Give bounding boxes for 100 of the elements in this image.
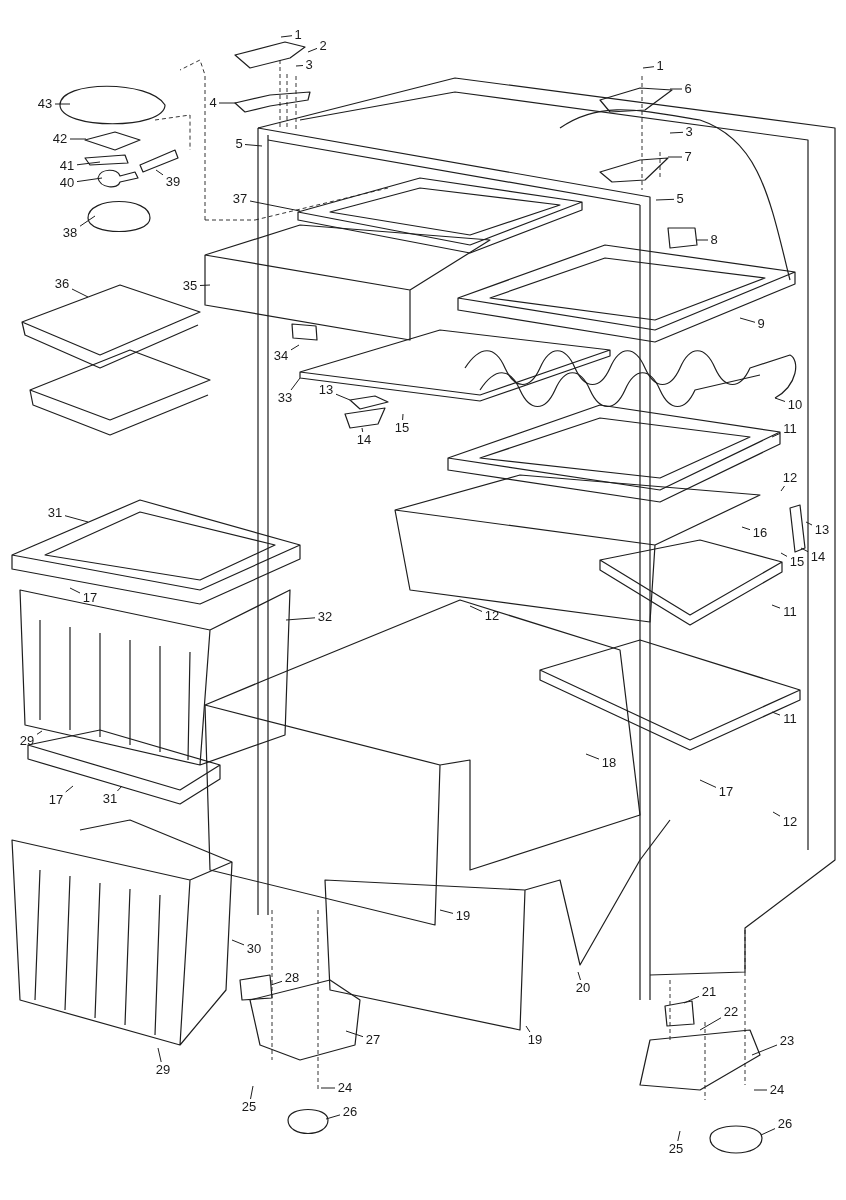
leader-line: [280, 35, 293, 38]
callout-number: 26: [342, 1104, 358, 1120]
leader-line: [642, 66, 655, 69]
callout-number: 11: [783, 604, 797, 620]
callout-number: 22: [723, 1004, 739, 1020]
callout-number: 31: [102, 791, 118, 807]
callout-number: 32: [317, 609, 333, 625]
leader-line: [244, 144, 263, 147]
callout-number: 25: [668, 1141, 684, 1157]
leader-line: [696, 239, 709, 241]
leader-line: [805, 521, 813, 526]
callout-number: 24: [337, 1080, 353, 1096]
leader-line: [199, 284, 211, 286]
leader-line: [307, 47, 318, 53]
callout-number: 4: [209, 95, 217, 111]
leader-line: [699, 779, 717, 788]
leader-line: [402, 413, 404, 421]
callout-number: 6: [684, 81, 692, 97]
callout-number: 15: [789, 554, 805, 570]
leader-line: [71, 288, 89, 298]
callout-number: 16: [752, 525, 768, 541]
leader-line: [525, 1025, 531, 1033]
leader-line: [218, 102, 237, 104]
leader-line: [739, 317, 756, 323]
callout-number: 3: [305, 57, 313, 73]
leader-line: [753, 1089, 768, 1091]
callout-number: 37: [232, 191, 248, 207]
callout-number: 8: [710, 232, 718, 248]
callout-number: 36: [54, 276, 70, 292]
callout-number: 13: [814, 522, 830, 538]
callout-number: 19: [527, 1032, 543, 1048]
callout-number: 34: [273, 348, 289, 364]
leader-line: [69, 587, 81, 594]
leader-line: [250, 1085, 254, 1100]
leader-line: [320, 1087, 336, 1089]
leader-line: [771, 711, 781, 716]
leader-line: [290, 377, 301, 391]
leader-line: [699, 1017, 722, 1031]
callout-number: 23: [779, 1033, 795, 1049]
leader-line: [780, 552, 788, 557]
leader-line: [585, 753, 600, 760]
leader-line: [325, 1114, 341, 1120]
callout-number: 9: [757, 316, 765, 332]
leader-line: [751, 1044, 778, 1056]
leader-line: [270, 980, 283, 986]
leader-line: [155, 169, 164, 176]
callout-number: 1: [294, 27, 302, 43]
leader-line: [683, 995, 700, 1004]
leader-line: [741, 526, 751, 531]
leader-line: [285, 617, 316, 621]
callout-number: 31: [47, 505, 63, 521]
callout-number: 11: [783, 711, 797, 727]
leader-line: [54, 103, 71, 105]
leader-line: [64, 515, 89, 523]
callout-number: 11: [783, 421, 797, 437]
callout-number: 18: [601, 755, 617, 771]
callout-number: 12: [782, 814, 798, 830]
leader-line: [771, 432, 781, 438]
leader-line: [231, 939, 245, 946]
callout-number: 12: [782, 470, 798, 486]
callout-number: 17: [48, 792, 64, 808]
leader-line: [771, 604, 781, 609]
leader-line: [69, 138, 87, 140]
callout-number: 26: [777, 1116, 793, 1132]
leader-line: [669, 88, 683, 90]
callout-number: 28: [284, 970, 300, 986]
leader-line: [677, 1130, 681, 1142]
callout-number: 15: [394, 420, 410, 436]
callout-number: 21: [701, 984, 717, 1000]
callout-number: 17: [718, 784, 734, 800]
callout-number: 30: [246, 941, 262, 957]
callout-number: 25: [241, 1099, 257, 1115]
leader-line: [667, 156, 683, 158]
leader-line: [249, 200, 301, 212]
leader-line: [65, 785, 74, 793]
leader-line: [655, 198, 675, 201]
callout-number: 1: [656, 58, 664, 74]
callout-number: 33: [277, 390, 293, 406]
callout-number: 24: [769, 1082, 785, 1098]
leader-line: [76, 177, 103, 183]
leader-line: [295, 65, 304, 67]
leader-line: [760, 1128, 776, 1136]
leader-line: [290, 344, 300, 351]
callout-number: 42: [52, 131, 68, 147]
callout-number: 7: [684, 149, 692, 165]
callout-number: 2: [319, 38, 327, 54]
leader-line: [780, 485, 785, 492]
leader-line: [116, 785, 123, 792]
leader-line: [669, 131, 684, 134]
callout-number: 35: [182, 278, 198, 294]
callout-number: 14: [810, 549, 826, 565]
callout-number: 27: [365, 1032, 381, 1048]
leader-line: [36, 730, 43, 735]
callout-number: 3: [685, 124, 693, 140]
callout-number: 29: [155, 1062, 171, 1078]
callout-number: 20: [575, 980, 591, 996]
callout-number: 10: [787, 397, 803, 413]
callout-number: 13: [318, 382, 334, 398]
callout-number: 41: [59, 158, 75, 174]
leader-line: [800, 547, 809, 553]
